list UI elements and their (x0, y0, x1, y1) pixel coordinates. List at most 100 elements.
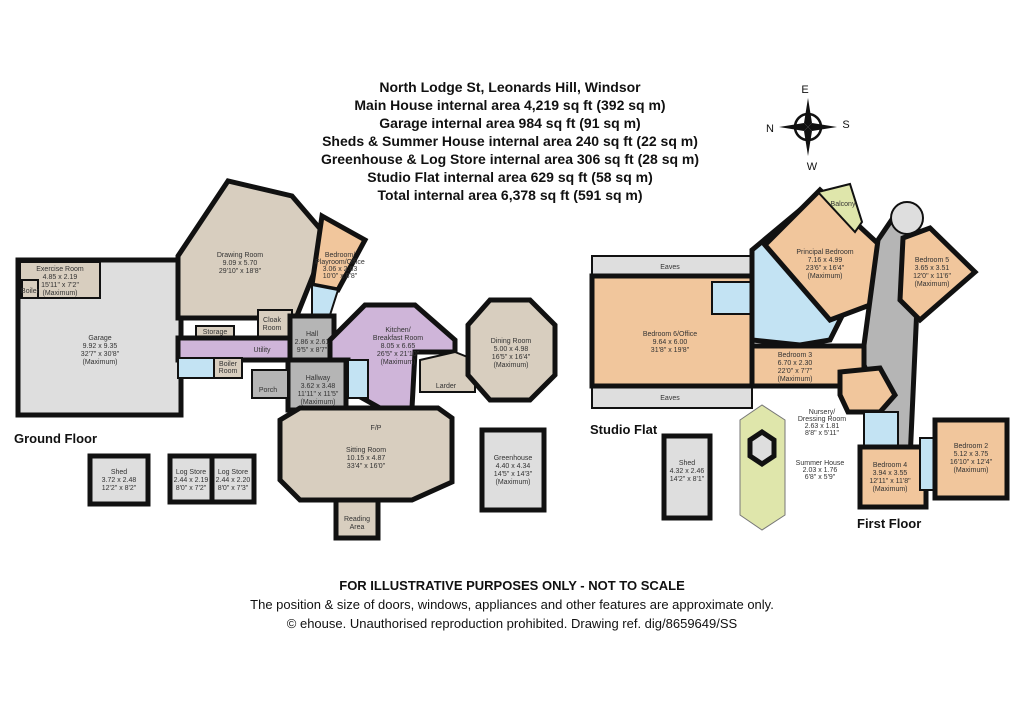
room-dims: 15'11" x 7'2" (41, 282, 79, 289)
compass-icon: E W N S (766, 84, 850, 173)
room-label: Eaves (660, 395, 680, 402)
first-floor (589, 182, 1010, 531)
room-label: Playroom/Office (315, 259, 365, 266)
copyright: © ehouse. Unauthorised reproduction proh… (286, 616, 738, 631)
room-label: Shed (679, 460, 695, 467)
approximation-note: The position & size of doors, windows, a… (250, 597, 774, 612)
shed-2 (661, 433, 713, 521)
room-dims: 12'2" x 8'2" (102, 485, 137, 492)
room-dims: 4.40 x 4.34 (496, 463, 531, 470)
first-bathroom (863, 411, 899, 448)
room-dims: 23'6" x 16'4" (806, 265, 845, 272)
room-dims: (Maximum) (778, 376, 813, 383)
room-label: Greenhouse (494, 455, 533, 462)
room-label: Room (219, 368, 238, 375)
log-store-2 (209, 453, 257, 505)
room-label: Log Store (176, 469, 206, 476)
room-label: Larder (436, 383, 457, 390)
room-dims: 3.94 x 3.55 (873, 470, 908, 477)
first-floor-label: First Floor (857, 516, 921, 531)
room-dims: (Maximum) (954, 467, 989, 474)
room-label: Area (350, 524, 365, 531)
room-dims: (Maximum) (496, 479, 531, 486)
room-label: Room (263, 325, 282, 332)
room-label: Dressing Room (798, 416, 846, 423)
compass-e: E (801, 84, 808, 96)
porch (251, 369, 289, 399)
room-dims: (Maximum) (43, 290, 78, 297)
room-dims: 2.03 x 1.76 (803, 467, 838, 474)
room-label: Bedroom 2 (954, 443, 988, 450)
room-label: Shed (111, 469, 127, 476)
room-label: Porch (259, 387, 277, 394)
room-dims: 29'10" x 18'8" (219, 268, 262, 275)
room-label: Bedroom 6/Office (643, 331, 697, 338)
spiral-stair (890, 201, 924, 235)
area-line: Garage internal area 984 sq ft (91 sq m) (379, 115, 641, 131)
studio-bathroom (711, 281, 753, 315)
room-dims: 6'8" x 5'9" (805, 474, 836, 481)
room-dims: 11'11" x 11'5" (298, 391, 339, 398)
room-label: Garage (88, 335, 111, 342)
room-dims: (Maximum) (873, 486, 908, 493)
room-dims: 26'5" x 21'10" (377, 351, 420, 358)
room-label: Principal Bedroom (796, 249, 853, 256)
room-dims: 8'8" x 5'11" (805, 430, 839, 437)
room-dims: 3.06 x 2.63 (323, 266, 358, 273)
room-dims: 14'2" x 8'1" (670, 476, 705, 483)
room-label: Bedroom 4 (873, 462, 907, 469)
sitting-room (277, 405, 455, 503)
room-dims: 12'11" x 11'8" (869, 478, 911, 485)
room-dims: 33'4" x 16'0" (347, 463, 386, 470)
property-title: North Lodge St, Leonards Hill, Windsor (379, 79, 641, 95)
log-store-1 (167, 453, 215, 505)
room-dims: 2.44 x 2.20 (216, 477, 251, 484)
room-dims: 16'5" x 16'4" (492, 354, 531, 361)
room-dims: 3.65 x 3.51 (915, 265, 950, 272)
boiler-room (213, 357, 243, 379)
room-dims: 8'0" x 7'2" (176, 485, 207, 492)
header: North Lodge St, Leonards Hill, Windsor M… (300, 78, 720, 204)
area-line: Studio Flat internal area 629 sq ft (58 … (367, 169, 653, 185)
room-dims: 8'0" x 7'3" (218, 485, 249, 492)
room-labels: Exercise Room 4.85 x 2.19 15'11" x 7'2" … (21, 201, 993, 531)
room-dims: 9.09 x 5.70 (223, 260, 258, 267)
room-dims: 5.12 x 3.75 (954, 451, 989, 458)
room-dims: (Maximum) (83, 359, 118, 366)
dining-room (465, 297, 558, 403)
room-dims: 7.16 x 4.99 (808, 257, 843, 264)
room-label: Storage (203, 329, 228, 336)
room-dims: 32'7" x 30'8" (81, 351, 120, 358)
area-line: Greenhouse & Log Store internal area 306… (320, 151, 700, 167)
compass-n: N (766, 123, 774, 135)
room-label: Cloak (263, 317, 281, 324)
room-label: Breakfast Room (373, 335, 423, 342)
room-dims: 10'0" x 8'8" (323, 273, 358, 280)
room-dims: 14'5" x 14'3" (494, 471, 533, 478)
bedroom-5 (897, 225, 979, 324)
room-label: Kitchen/ (385, 327, 410, 334)
room-label: Log Store (218, 469, 248, 476)
shed (87, 453, 151, 507)
room-dims: (Maximum) (494, 362, 529, 369)
room-dims: 12'0" x 11'6" (913, 273, 951, 280)
room-label: Reading (344, 516, 370, 523)
room-dims: 31'8" x 19'8" (651, 347, 690, 354)
room-dims: 2.63 x 1.81 (805, 423, 840, 430)
area-line: Total internal area 6,378 sq ft (591 sq … (377, 187, 643, 203)
room-dims: (Maximum) (301, 399, 336, 406)
room-dims: (Maximum) (381, 359, 416, 366)
room-label: Exercise Room (36, 266, 84, 273)
ground-floor (15, 178, 558, 541)
bathroom (311, 283, 340, 316)
room-dims: 9'5" x 8'7" (297, 347, 328, 354)
room-dims: 9.92 x 9.35 (83, 343, 118, 350)
room-label: Eaves (660, 264, 680, 271)
room-dims: 2.44 x 2.19 (174, 477, 209, 484)
room-label: Bedroom 5 (915, 257, 949, 264)
disclaimer: FOR ILLUSTRATIVE PURPOSES ONLY - NOT TO … (339, 578, 685, 593)
bedroom-2 (932, 417, 1010, 501)
room-label: Summer House (796, 460, 845, 467)
